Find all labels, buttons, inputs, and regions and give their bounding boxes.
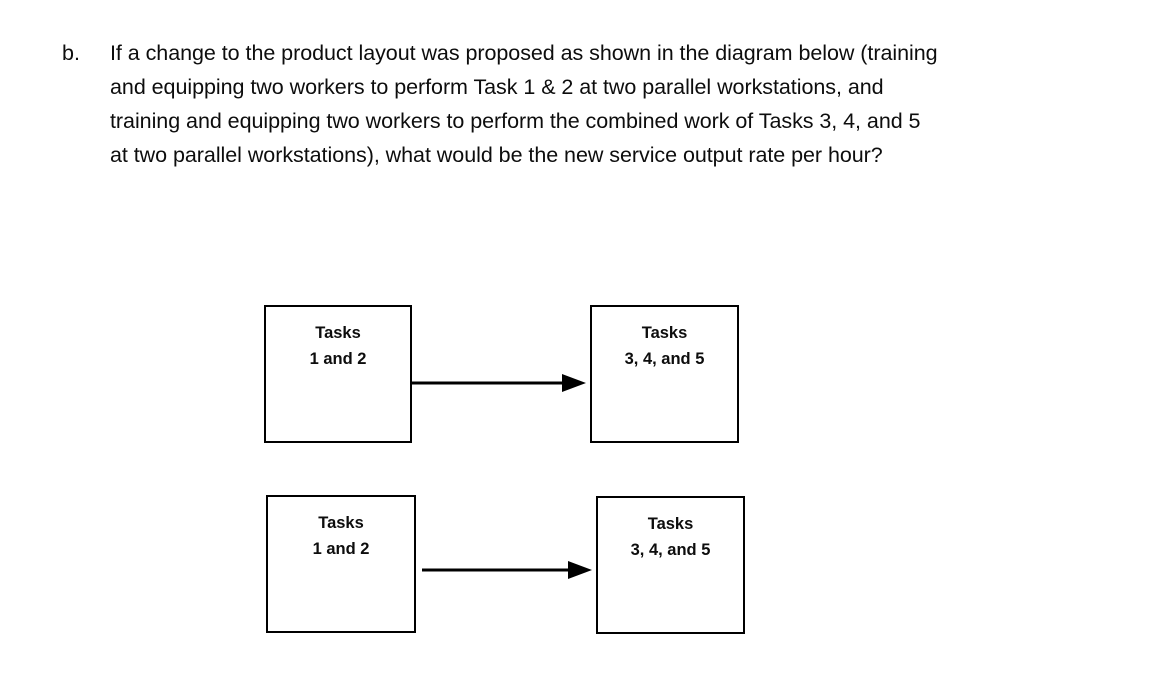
workstation-box-bottom-right-label: Tasks 3, 4, and 5 xyxy=(598,511,743,563)
workstation-box-top-right[interactable]: Tasks 3, 4, and 5 xyxy=(590,305,739,443)
workstation-label-line-1: Tasks xyxy=(318,514,364,532)
question-line-2: and equipping two workers to perform Tas… xyxy=(110,75,884,99)
workstation-label-line-2: 1 and 2 xyxy=(309,350,367,368)
workstation-box-top-right-label: Tasks 3, 4, and 5 xyxy=(592,320,737,372)
workstation-box-top-left[interactable]: Tasks 1 and 2 xyxy=(264,305,412,443)
question-line-1: If a change to the product layout was pr… xyxy=(110,41,938,65)
workstation-box-bottom-left[interactable]: Tasks 1 and 2 xyxy=(266,495,416,633)
question-text: If a change to the product layout was pr… xyxy=(110,36,1152,172)
workstation-label-line-2: 3, 4, and 5 xyxy=(624,350,705,368)
arrow-right-icon-top xyxy=(412,374,586,392)
workstation-label-line-2: 1 and 2 xyxy=(312,540,370,558)
list-marker: b. xyxy=(62,41,80,65)
workstation-label-line-1: Tasks xyxy=(641,324,688,342)
question-row: b. If a change to the product layout was… xyxy=(62,36,1152,172)
workstation-box-top-left-label: Tasks 1 and 2 xyxy=(266,320,410,372)
question-line-3: training and equipping two workers to pe… xyxy=(110,109,921,133)
workstation-box-bottom-left-label: Tasks 1 and 2 xyxy=(268,510,414,562)
workstation-label-line-1: Tasks xyxy=(647,515,694,533)
workstation-label-line-1: Tasks xyxy=(315,324,361,342)
question-line-4: at two parallel workstations), what woul… xyxy=(110,143,883,167)
question-block: b. If a change to the product layout was… xyxy=(62,36,1152,172)
workstation-box-bottom-right[interactable]: Tasks 3, 4, and 5 xyxy=(596,496,745,634)
workstation-label-line-2: 3, 4, and 5 xyxy=(630,541,711,559)
arrow-right-icon-bottom xyxy=(422,561,592,579)
